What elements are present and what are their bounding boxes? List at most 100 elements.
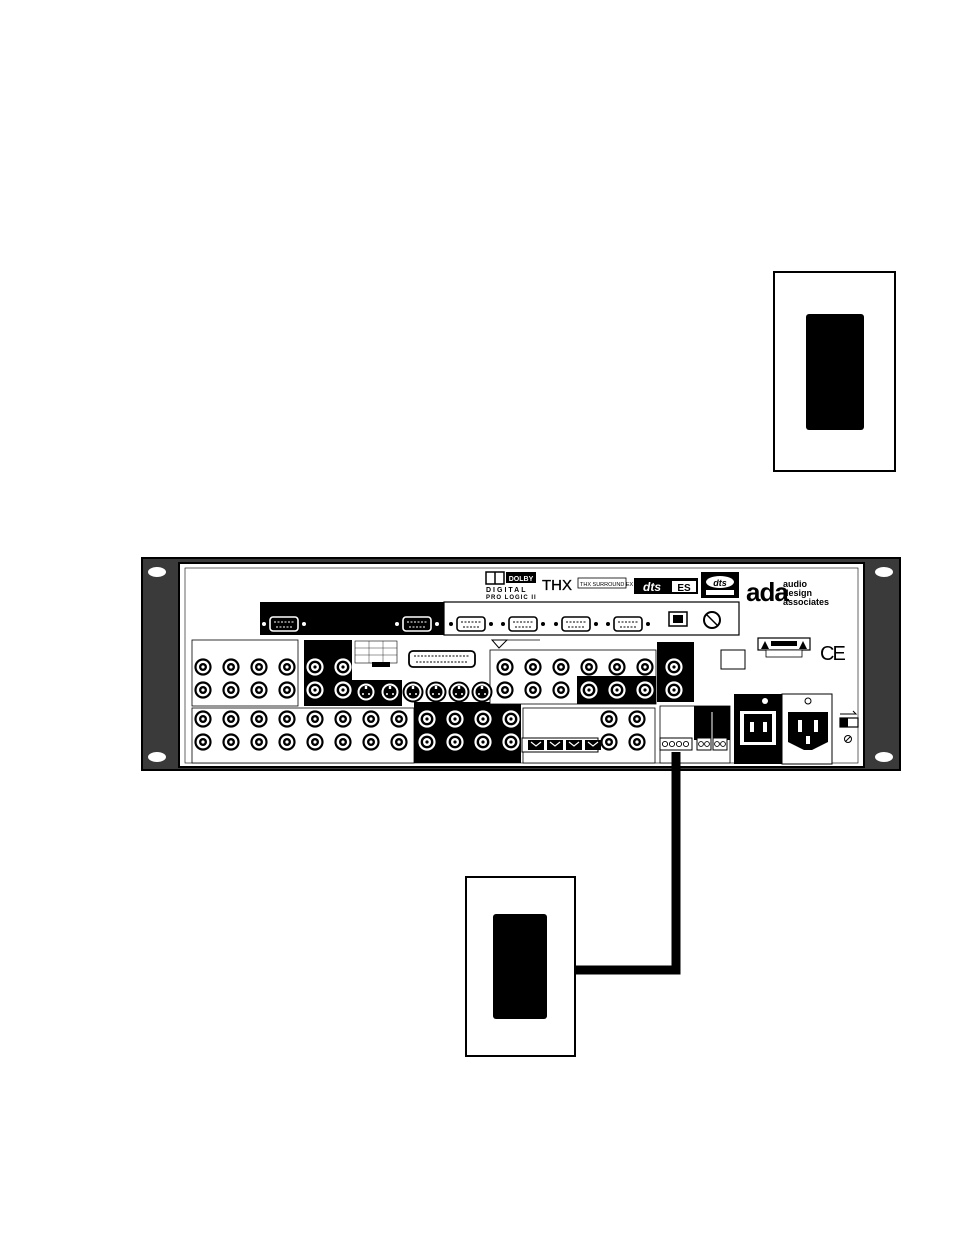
db25-port[interactable] (408, 650, 476, 668)
rca-jack-icon[interactable] (306, 658, 324, 676)
rca-jack-icon[interactable] (390, 733, 408, 751)
voltage-selector-switch[interactable] (839, 710, 859, 743)
rca-jack-icon[interactable] (496, 658, 514, 676)
keypad-top-icon (806, 314, 864, 430)
rca-jack-icon[interactable] (250, 710, 268, 728)
db9-port-icon[interactable] (606, 616, 650, 632)
wall-keypad-bottom (465, 876, 576, 1057)
rca-jack-icon[interactable] (636, 658, 654, 676)
rca-jack-icon[interactable] (278, 710, 296, 728)
db9-port-icon[interactable] (449, 616, 493, 632)
speaker-terminals (521, 737, 601, 753)
rca-jack-icon[interactable] (194, 658, 212, 676)
unswitched-outlet[interactable] (781, 693, 833, 765)
rca-jack-icon[interactable] (306, 681, 324, 699)
rca-jack-icon[interactable] (552, 658, 570, 676)
ada-receiver-rear-panel: DOLBY DIGITAL PRO LOGIC II THX THX SURRO… (141, 557, 901, 771)
ce-mark: CE (820, 643, 845, 665)
svideo-jack-group (355, 681, 493, 703)
svg-text:dts: dts (713, 578, 727, 588)
prologic-text: PRO LOGIC II (486, 595, 537, 601)
rca-jack-icon[interactable] (552, 681, 570, 699)
ada-mark: ada (746, 577, 789, 607)
rca-jack-group (194, 658, 683, 751)
rca-jack-icon[interactable] (334, 733, 352, 751)
db9-port-icon[interactable] (554, 616, 598, 632)
speaker-clip-icon[interactable] (585, 740, 601, 750)
db9-port-icon[interactable] (262, 616, 306, 632)
thx-logo: THX THX SURROUND EX (542, 577, 634, 594)
rca-jack-icon[interactable] (524, 681, 542, 699)
svideo-jack-icon[interactable] (402, 681, 424, 703)
rca-jack-icon[interactable] (222, 710, 240, 728)
digital-text: DIGITAL (486, 587, 527, 594)
rca-jack-icon[interactable] (524, 658, 542, 676)
rca-jack-icon[interactable] (222, 681, 240, 699)
rca-jack-icon[interactable] (278, 681, 296, 699)
rca-jack-icon[interactable] (580, 681, 598, 699)
rca-jack-icon[interactable] (390, 710, 408, 728)
rca-jack-icon[interactable] (222, 658, 240, 676)
rca-jack-icon[interactable] (608, 658, 626, 676)
rca-jack-icon[interactable] (250, 681, 268, 699)
rca-jack-icon[interactable] (362, 733, 380, 751)
rca-jack-icon[interactable] (278, 733, 296, 751)
rca-jack-icon[interactable] (306, 710, 324, 728)
rca-jack-icon[interactable] (418, 710, 436, 728)
rca-jack-icon[interactable] (194, 733, 212, 751)
ada-logo: ada audio design associates (746, 577, 829, 607)
svideo-jack-icon[interactable] (425, 681, 447, 703)
rca-jack-icon[interactable] (446, 710, 464, 728)
db9-port-icon[interactable] (501, 616, 545, 632)
rca-jack-icon[interactable] (250, 658, 268, 676)
rca-jack-icon[interactable] (628, 710, 646, 728)
rca-jack-icon[interactable] (502, 733, 520, 751)
rca-jack-icon[interactable] (278, 658, 296, 676)
trigger-terminal-block[interactable] (696, 737, 728, 751)
rca-jack-icon[interactable] (306, 733, 324, 751)
rca-jack-icon[interactable] (474, 710, 492, 728)
rca-jack-icon[interactable] (334, 710, 352, 728)
speaker-clip-icon[interactable] (528, 740, 544, 750)
rca-jack-icon[interactable] (194, 710, 212, 728)
rca-jack-icon[interactable] (362, 710, 380, 728)
switched-outlet[interactable] (734, 694, 782, 764)
keypad-cable-icon (575, 752, 681, 975)
rca-jack-icon[interactable] (600, 710, 618, 728)
rca-jack-icon[interactable] (502, 710, 520, 728)
speaker-clip-icon[interactable] (566, 740, 582, 750)
speaker-clip-icon[interactable] (547, 740, 563, 750)
db9-port-group (262, 616, 650, 632)
rca-jack-icon[interactable] (222, 733, 240, 751)
keypad-bottom-icon (493, 914, 547, 1019)
rca-jack-icon[interactable] (636, 681, 654, 699)
rca-jack-icon[interactable] (474, 733, 492, 751)
control-terminal-block[interactable] (659, 737, 693, 751)
rca-jack-icon[interactable] (496, 681, 514, 699)
rca-jack-icon[interactable] (446, 733, 464, 751)
rca-jack-icon[interactable] (194, 681, 212, 699)
rca-jack-icon[interactable] (418, 733, 436, 751)
ada-design: design (783, 588, 812, 598)
rca-jack-icon[interactable] (608, 681, 626, 699)
ada-associates: associates (783, 597, 829, 607)
rca-jack-icon[interactable] (334, 681, 352, 699)
rca-jack-icon[interactable] (665, 681, 683, 699)
rca-jack-icon[interactable] (600, 733, 618, 751)
warning-label (757, 637, 811, 658)
svideo-jack-icon[interactable] (379, 681, 401, 703)
rca-jack-icon[interactable] (628, 733, 646, 751)
rca-jack-icon[interactable] (580, 658, 598, 676)
svideo-jack-icon[interactable] (448, 681, 470, 703)
thx-text: THX (542, 577, 572, 594)
svideo-jack-icon[interactable] (471, 681, 493, 703)
rca-jack-icon[interactable] (334, 658, 352, 676)
rca-jack-icon[interactable] (250, 733, 268, 751)
db9-port-icon[interactable] (395, 616, 439, 632)
rca-jack-icon[interactable] (665, 658, 683, 676)
dolby-text: DOLBY (509, 576, 534, 583)
dolby-logo: DOLBY DIGITAL PRO LOGIC II (485, 571, 537, 601)
svideo-jack-icon[interactable] (355, 681, 377, 703)
ada-audio: audio (783, 579, 808, 589)
